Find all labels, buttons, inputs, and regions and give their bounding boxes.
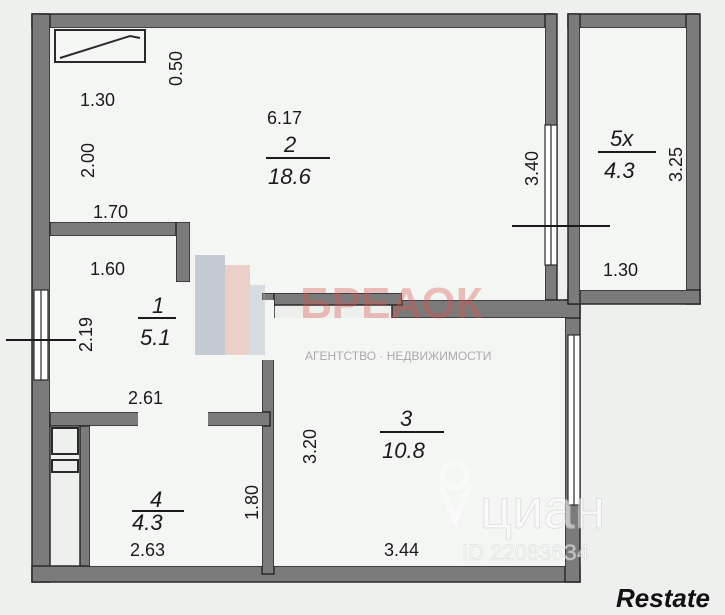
room-3-area: 10.8	[382, 438, 426, 463]
dim-0-50: 0.50	[166, 51, 186, 86]
cian-id-watermark: ID 220836З4	[462, 540, 589, 565]
dim-2-61: 2.61	[128, 388, 163, 408]
dim-1-60: 1.60	[90, 259, 125, 279]
windows	[33, 124, 581, 506]
restate-watermark: Restate	[616, 583, 710, 613]
room-2-number: 2	[283, 132, 296, 157]
room-5-area: 4.3	[604, 158, 635, 183]
room-1-area: 5.1	[140, 325, 171, 350]
location-pin-icon	[437, 460, 473, 528]
dim-3-40: 3.40	[522, 151, 542, 186]
agency-name-watermark: БРЕАОК	[300, 279, 483, 328]
bathtub-icon	[54, 29, 146, 63]
dim-1-80: 1.80	[242, 485, 262, 520]
dim-2-63: 2.63	[130, 540, 165, 560]
room-4-number: 4	[150, 487, 162, 512]
dim-1-70: 1.70	[93, 202, 128, 222]
cian-watermark: циан	[480, 477, 605, 540]
dim-1-30-balcony: 1.30	[603, 260, 638, 280]
room-5-number: 5х	[610, 126, 634, 151]
room-3-number: 3	[400, 406, 413, 431]
room-4-area: 4.3	[132, 510, 163, 535]
door-openings	[138, 300, 274, 426]
dim-3-20: 3.20	[300, 429, 320, 464]
dim-3-44: 3.44	[384, 540, 419, 560]
toilet-icon	[51, 427, 79, 473]
dim-6-17: 6.17	[267, 108, 302, 128]
dim-2-19: 2.19	[76, 317, 96, 352]
dim-1-30-top: 1.30	[80, 90, 115, 110]
room-labels: 2 18.6 1 5.1 3 10.8 4 4.3 5х 4.3	[132, 126, 656, 535]
dimension-labels: 0.50 1.30 2.00 6.17 3.40 3.25 1.30 1.70 …	[76, 51, 686, 560]
dim-3-25: 3.25	[666, 147, 686, 182]
floor-areas	[50, 28, 686, 566]
agency-logo	[195, 255, 265, 355]
agency-sub-watermark: АГЕНТСТВО · НЕДВИЖИМОСТИ	[305, 349, 491, 363]
room-1-number: 1	[152, 293, 164, 318]
entrance-markers	[6, 225, 610, 341]
room-2-area: 18.6	[268, 164, 312, 189]
dim-2-00: 2.00	[78, 143, 98, 178]
